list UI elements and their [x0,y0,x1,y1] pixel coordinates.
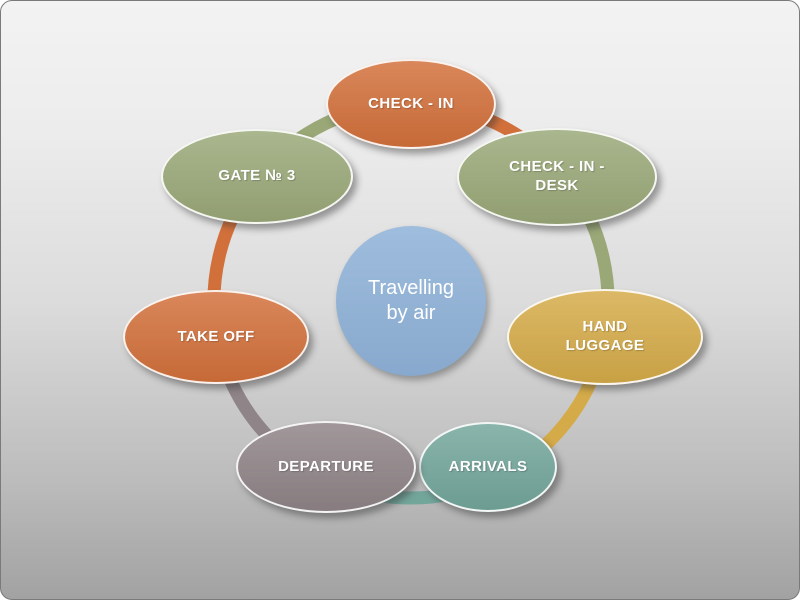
node-check-in-desk: CHECK - IN - DESK [457,128,657,226]
node-hand-luggage: HAND LUGGAGE [507,289,703,385]
node-check-in-desk-label: CHECK - IN - DESK [509,158,605,194]
node-check-in-label: CHECK - IN [368,94,454,112]
node-take-off: TAKE OFF [123,290,309,384]
node-arrivals: ARRIVALS [419,422,557,512]
node-hand-luggage-label: HAND LUGGAGE [565,318,645,354]
center-topic-label: Travelling by air [368,277,454,324]
node-arrivals-label: ARRIVALS [448,457,528,475]
node-departure: DEPARTURE [236,421,416,513]
node-take-off-label: TAKE OFF [177,327,255,345]
node-departure-label: DEPARTURE [278,457,374,475]
node-gate-3: GATE № 3 [161,129,353,224]
center-topic: Travelling by air [336,226,486,376]
node-gate-3-label: GATE № 3 [218,167,296,185]
node-check-in: CHECK - IN [326,59,496,149]
